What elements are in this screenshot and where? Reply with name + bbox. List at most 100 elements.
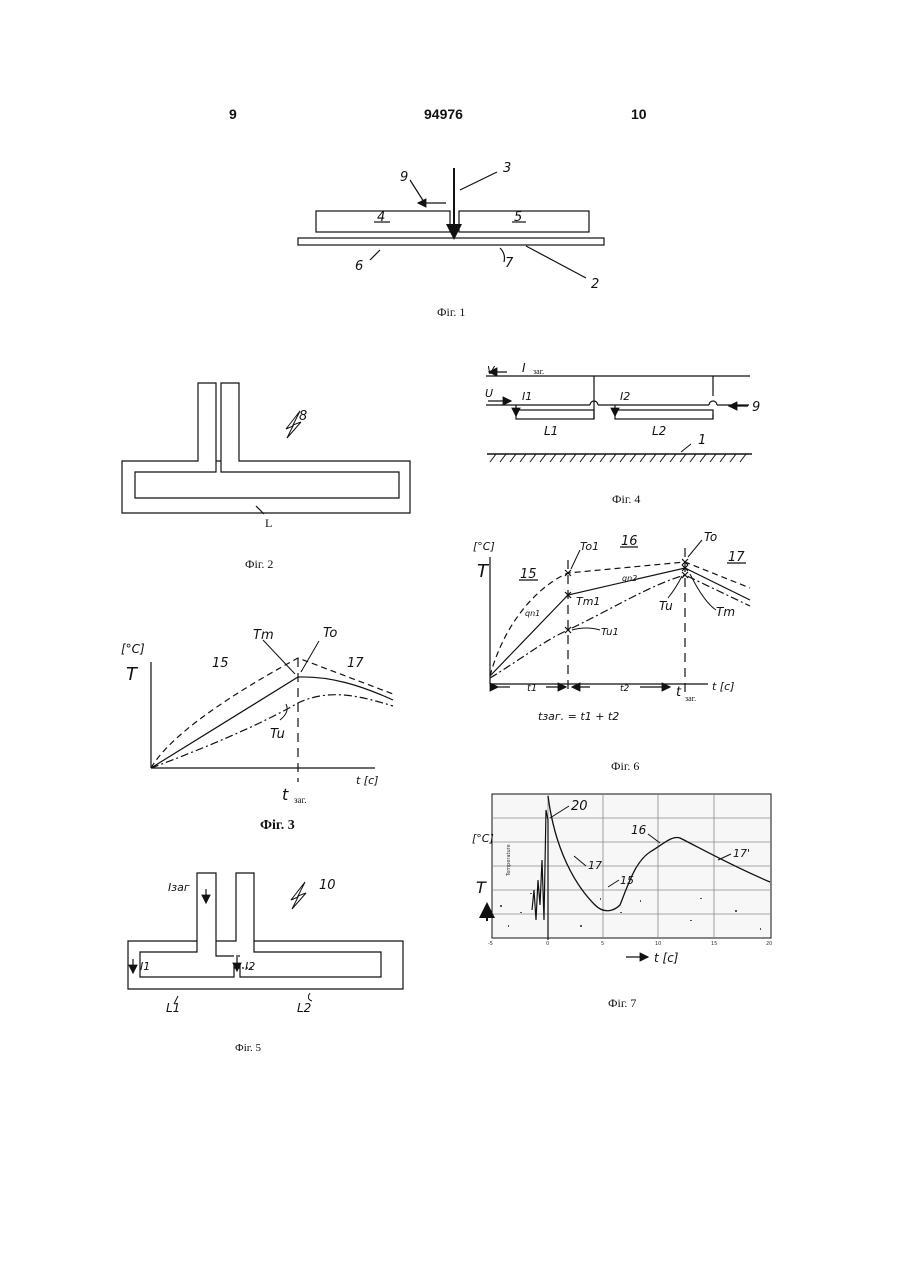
fig5-label-I2: I2 xyxy=(245,960,255,973)
fig6-axis-t2: t2 xyxy=(620,684,630,694)
fig3-t-label: t xyxy=(282,785,289,804)
fig6-label-Tu: Tu xyxy=(659,599,673,613)
fig6-label-Tm1: Tm1 xyxy=(576,595,600,608)
fig3-label-17: 17 xyxy=(347,656,364,671)
fig6-y-var: T xyxy=(477,561,490,582)
fig6-label-17: 17 xyxy=(728,550,745,565)
fig1-base-plate xyxy=(298,238,604,245)
fig5-inner-step-left xyxy=(216,941,234,956)
fig6-label-qn1: qn1 xyxy=(525,609,540,618)
fig1-leader-2 xyxy=(526,246,586,278)
fig7-label-15: 15 xyxy=(620,874,634,887)
fig1-leader-7 xyxy=(500,248,505,262)
fig3-caption: Фіг. 3 xyxy=(260,818,295,833)
fig4-element-L1 xyxy=(516,410,594,419)
fig1-leader-3 xyxy=(460,172,497,190)
fig1-label-3: 3 xyxy=(503,161,511,176)
fig4-label-V: V xyxy=(487,364,496,377)
fig3-y-unit: [°C] xyxy=(121,642,145,656)
fig1-leader-6 xyxy=(370,250,380,260)
fig6-axis-t1: t1 xyxy=(527,683,537,694)
fig6-label-Tu1: Tu1 xyxy=(601,627,619,638)
fig6-leader-To xyxy=(688,540,702,557)
fig2-inner-outline xyxy=(135,461,399,498)
fig7-tick-0: 0 xyxy=(546,941,549,947)
fig6-leader-Tu1 xyxy=(572,628,600,630)
fig1-leader-9 xyxy=(410,180,424,202)
fig2-label-L: L xyxy=(265,516,272,530)
fig3-curve-To xyxy=(151,658,393,768)
fig5-leader-L2 xyxy=(308,993,312,1001)
fig5-label-L1: L1 xyxy=(166,1001,180,1015)
fig6-leader-To1 xyxy=(571,550,580,569)
fig4-element-L2 xyxy=(615,410,713,419)
fig7-x-label: t [c] xyxy=(654,951,679,965)
fig4-label-zag: заг. xyxy=(533,367,544,376)
fig5-inner-L2 xyxy=(240,941,381,977)
fig1-label-2: 2 xyxy=(591,277,599,292)
fig6-y-unit: [°C] xyxy=(473,540,495,553)
fig7-tick--5: -5 xyxy=(488,941,493,947)
fig4-leader-1 xyxy=(681,444,691,452)
fig4-label-1: 1 xyxy=(698,433,706,448)
fig4-label-I2: I2 xyxy=(620,390,630,403)
fig6-label-Tm: Tm xyxy=(716,605,735,619)
fig3-y-var: T xyxy=(126,664,139,685)
fig7-label-17p: 17' xyxy=(733,847,750,860)
fig4-label-L1: L1 xyxy=(544,424,558,438)
fig3-label-Tm: Tm xyxy=(253,628,274,643)
fig1-caption: Фіг. 1 xyxy=(437,305,465,319)
fig4-crossover-2 xyxy=(709,401,717,405)
fig6-curve-Tu xyxy=(490,575,750,678)
fig5-inner-L1 xyxy=(140,941,234,977)
fig2-label-8: 8 xyxy=(299,409,307,424)
fig6-label-qn2: qn2 xyxy=(622,574,637,583)
fig6-x-unit: t [c] xyxy=(712,680,734,693)
fig7-label-16: 16 xyxy=(631,823,647,837)
fig7-tick-10: 10 xyxy=(655,941,661,947)
fig3-label-15: 15 xyxy=(212,656,229,671)
fig7-y-var: T xyxy=(476,878,487,897)
fig6-curve-Tm xyxy=(490,568,750,676)
fig3-label-Tu: Tu xyxy=(270,727,285,742)
fig7-tick-20: 20 xyxy=(766,941,772,947)
fig6-label-16: 16 xyxy=(621,534,638,549)
fig3-leader-To xyxy=(301,641,319,672)
fig5-label-I1: I1 xyxy=(140,960,150,973)
fig7-label-17: 17 xyxy=(588,859,602,872)
fig7-y-axis-title: Temperature xyxy=(506,844,512,877)
fig1-label-9: 9 xyxy=(400,170,408,185)
fig3-leader-Tu xyxy=(280,704,287,720)
figure-4 xyxy=(486,372,752,462)
fig3-t-sub: заг. xyxy=(294,795,306,805)
fig4-label-9: 9 xyxy=(752,400,760,415)
fig3-label-To: To xyxy=(323,626,337,641)
fig5-label-L2: L2 xyxy=(297,1001,311,1015)
fig6-label-To: To xyxy=(704,530,717,544)
fig3-x-unit: t [c] xyxy=(356,774,378,787)
fig5-lightning-10 xyxy=(291,882,306,909)
fig6-axis-t: t xyxy=(676,685,682,700)
fig6-caption: Фіг. 6 xyxy=(611,759,639,773)
fig1-label-5: 5 xyxy=(514,210,522,225)
fig4-label-I: I xyxy=(522,361,526,375)
fig7-tick-15: 15 xyxy=(711,941,717,947)
fig1-label-7: 7 xyxy=(505,256,514,271)
fig6-formula: tзаг. = t1 + t2 xyxy=(538,710,619,723)
fig5-label-Izag: Iзаг xyxy=(168,881,190,894)
fig4-caption: Фіг. 4 xyxy=(612,492,640,506)
figure-2 xyxy=(122,383,410,514)
fig7-tick-5: 5 xyxy=(601,941,604,947)
fig2-outer-outline xyxy=(122,383,410,513)
fig5-caption: Фіг. 5 xyxy=(235,1042,262,1054)
fig4-ground-hatch xyxy=(490,454,746,462)
figure-1 xyxy=(298,168,604,278)
fig6-axis-t-sub: заг. xyxy=(685,694,696,703)
fig1-label-4: 4 xyxy=(377,210,385,225)
fig5-label-10: 10 xyxy=(319,878,336,893)
fig4-label-I1: I1 xyxy=(522,390,532,403)
fig7-caption: Фіг. 7 xyxy=(608,996,636,1010)
fig4-label-L2: L2 xyxy=(652,424,666,438)
fig7-y-unit: [°C] xyxy=(472,832,494,845)
